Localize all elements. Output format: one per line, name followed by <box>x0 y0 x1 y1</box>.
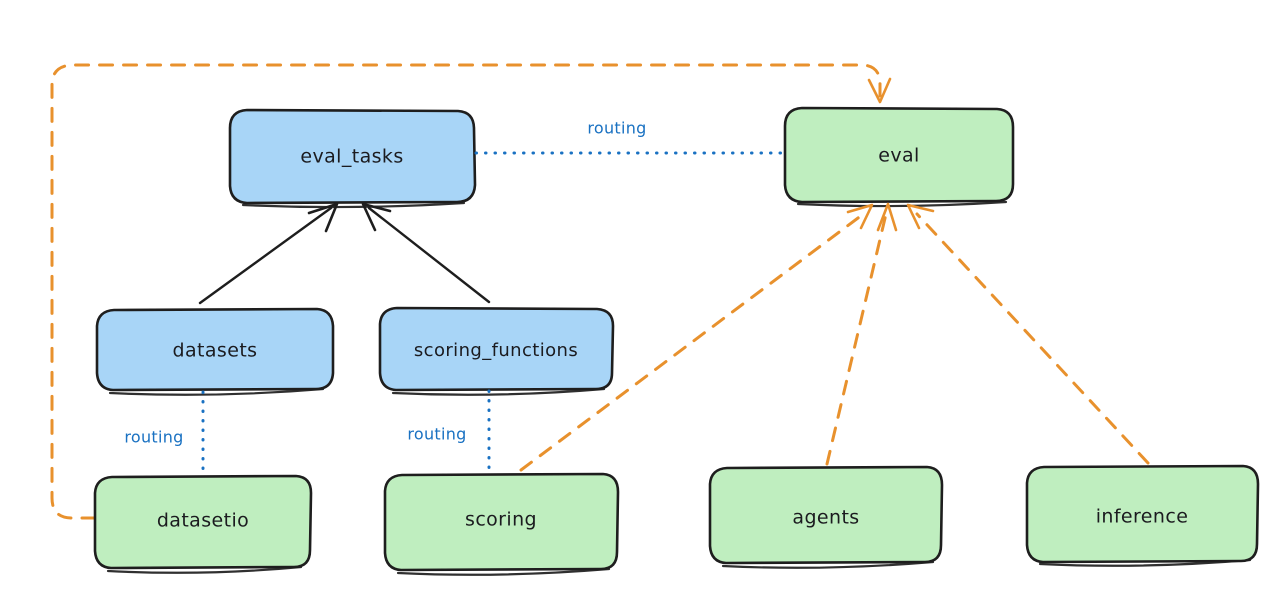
node-datasets[interactable]: datasets <box>95 307 335 396</box>
edge-path-datasets-eval-tasks <box>198 206 333 305</box>
edge-datasetio-to-eval <box>50 63 892 520</box>
edge-scoring-functions-to-eval-tasks <box>361 202 491 304</box>
node-eval-shadow <box>796 200 1008 208</box>
node-agents-shadow <box>721 560 935 569</box>
node-datasetio[interactable]: datasetio <box>93 474 313 574</box>
arrowhead-eval-bottom-right <box>906 203 935 230</box>
node-datasetio-label: datasetio <box>157 510 249 532</box>
edge-label-routing-eval-tasks: routing <box>587 119 646 138</box>
node-agents-label: agents <box>792 507 859 529</box>
edge-path-scoring-functions-eval-tasks <box>367 206 491 304</box>
node-inference-box <box>1025 464 1260 564</box>
node-eval-label: eval <box>878 145 919 167</box>
edge-scoring-functions-to-scoring: routing <box>407 389 491 474</box>
node-datasets-label: datasets <box>173 340 258 362</box>
arrowhead-eval-bottom-center <box>876 202 898 232</box>
node-scoring-functions-shadow <box>391 387 606 396</box>
edge-path-inference-eval <box>915 212 1150 465</box>
arrowhead-eval-bottom-left <box>846 203 874 230</box>
node-datasetio-box <box>93 474 313 570</box>
node-scoring-functions-label: scoring_functions <box>414 340 578 361</box>
node-eval-tasks-shadow <box>241 201 466 209</box>
edge-path-datasetio-eval <box>50 63 882 520</box>
node-inference[interactable]: inference <box>1025 464 1260 567</box>
node-scoring-functions[interactable]: scoring_functions <box>378 306 615 396</box>
edge-label-routing-datasets: routing <box>124 428 183 447</box>
edge-scoring-to-eval <box>519 203 874 472</box>
edge-label-routing-scoring-functions: routing <box>407 425 466 444</box>
node-agents-box <box>708 465 944 565</box>
node-datasets-box <box>95 307 335 392</box>
node-scoring-box <box>383 472 620 572</box>
node-inference-label: inference <box>1096 506 1189 528</box>
node-eval-box <box>783 106 1015 204</box>
arrowhead-eval-tasks-left <box>307 202 339 233</box>
edge-inference-to-eval <box>906 203 1150 465</box>
edge-datasets-to-eval-tasks <box>198 202 339 305</box>
node-datasetio-shadow <box>106 565 303 574</box>
edge-path-scoring-eval <box>519 213 864 472</box>
node-eval-tasks-label: eval_tasks <box>300 146 403 168</box>
edge-eval-tasks-to-eval: routing <box>474 119 786 155</box>
node-datasets-shadow <box>108 387 325 396</box>
node-eval-tasks[interactable]: eval_tasks <box>228 108 477 209</box>
edge-path-agents-eval <box>825 212 888 466</box>
node-eval-tasks-box <box>228 108 477 205</box>
edge-datasets-to-datasetio: routing <box>124 390 205 476</box>
arrowhead-eval-tasks-right <box>361 202 392 232</box>
node-scoring-shadow <box>396 567 611 576</box>
node-agents[interactable]: agents <box>708 465 944 569</box>
arrowhead-eval-top <box>867 77 892 104</box>
node-scoring-functions-box <box>378 306 615 392</box>
node-eval[interactable]: eval <box>783 106 1015 208</box>
node-scoring[interactable]: scoring <box>383 472 620 576</box>
edge-agents-to-eval <box>825 202 898 466</box>
node-scoring-label: scoring <box>465 509 537 531</box>
